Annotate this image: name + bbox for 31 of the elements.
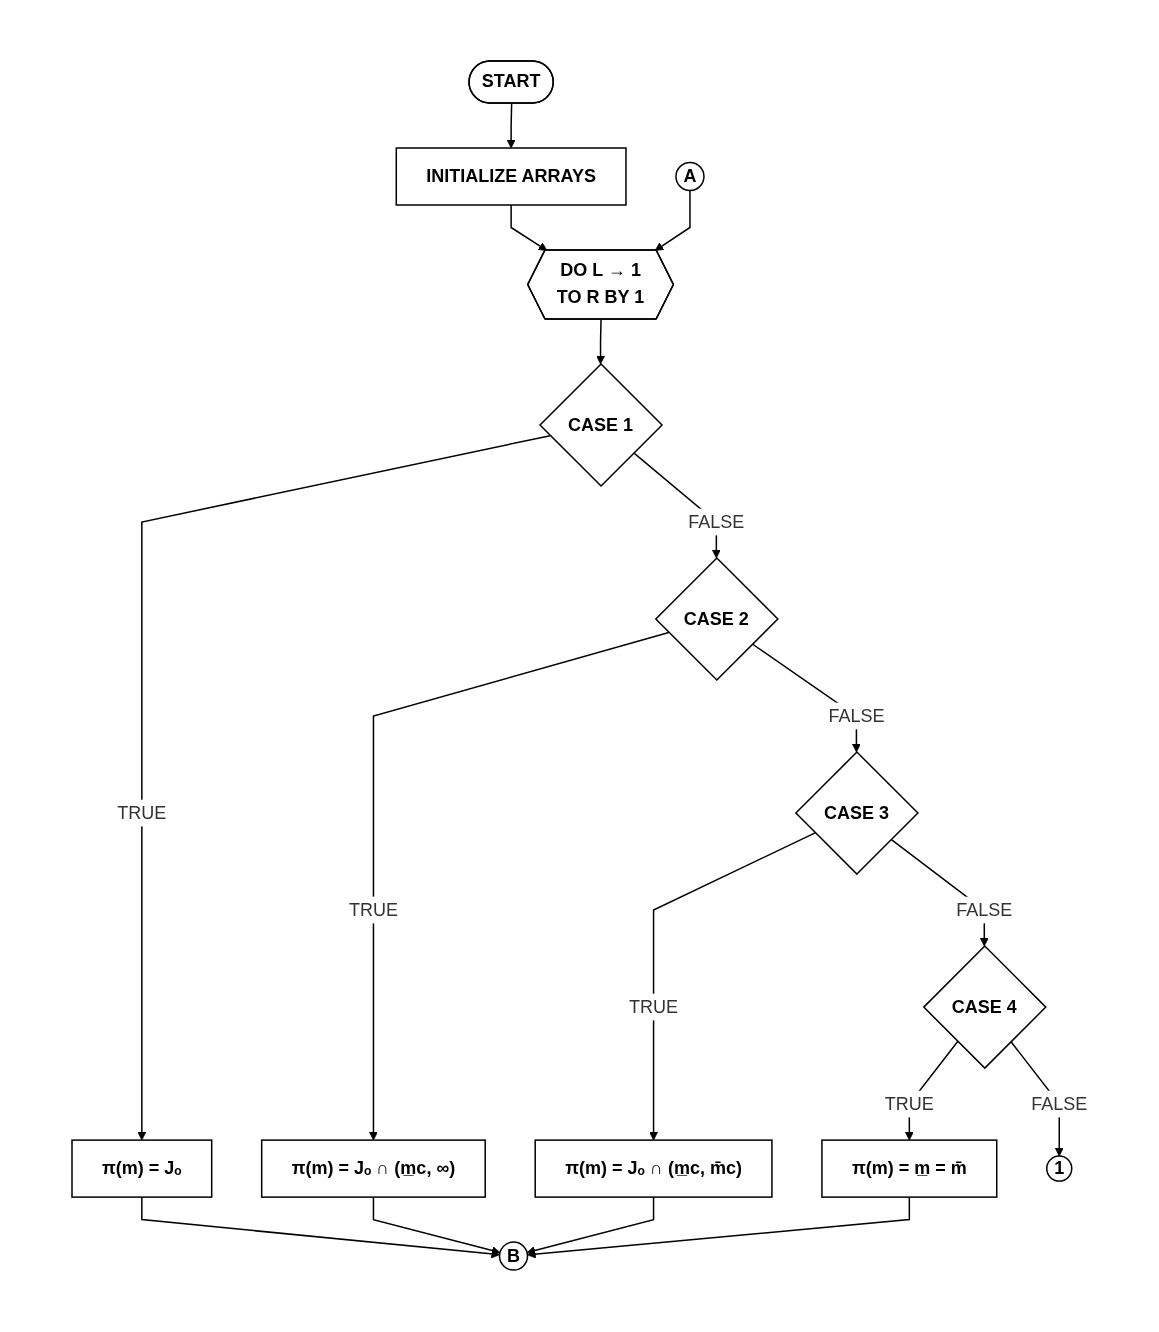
edge-label: TRUE xyxy=(628,997,678,1018)
node-circle: B xyxy=(498,1241,529,1272)
node-box: π(m) = m̲ = m̄ xyxy=(821,1139,998,1199)
edge-label: TRUE xyxy=(117,803,167,824)
edge-label: FALSE xyxy=(1031,1094,1088,1115)
node-box: INITIALIZE ARRAYS xyxy=(395,147,627,207)
edge-label: FALSE xyxy=(828,705,885,726)
node-diamond: CASE 4 xyxy=(922,945,1047,1070)
edge-label: FALSE xyxy=(688,511,745,532)
edge-label: FALSE xyxy=(956,900,1013,921)
node-circle: A xyxy=(675,162,705,192)
arrow xyxy=(526,1196,910,1259)
edge-label: TRUE xyxy=(884,1094,934,1115)
arrow xyxy=(596,319,605,365)
arrow xyxy=(649,832,816,1141)
edge-label: TRUE xyxy=(348,900,398,921)
arrow xyxy=(372,1196,501,1256)
node-box: π(m) = Jₒ ∩ (m̲c, ∞) xyxy=(260,1139,486,1199)
arrow xyxy=(654,190,691,252)
arrow xyxy=(140,1196,500,1259)
node-diamond: CASE 3 xyxy=(794,751,919,876)
arrow xyxy=(526,1196,655,1256)
arrow xyxy=(137,435,551,1141)
node-diamond: CASE 2 xyxy=(654,557,779,682)
node-diamond: CASE 1 xyxy=(538,363,663,488)
arrow xyxy=(368,632,670,1141)
arrow xyxy=(510,204,548,252)
node-box: π(m) = Jₒ ∩ (m̲c, m̄c) xyxy=(534,1139,773,1199)
node-circle: 1 xyxy=(1045,1155,1073,1183)
arrow xyxy=(506,103,516,149)
node-box: π(m) = Jₒ xyxy=(71,1139,213,1199)
